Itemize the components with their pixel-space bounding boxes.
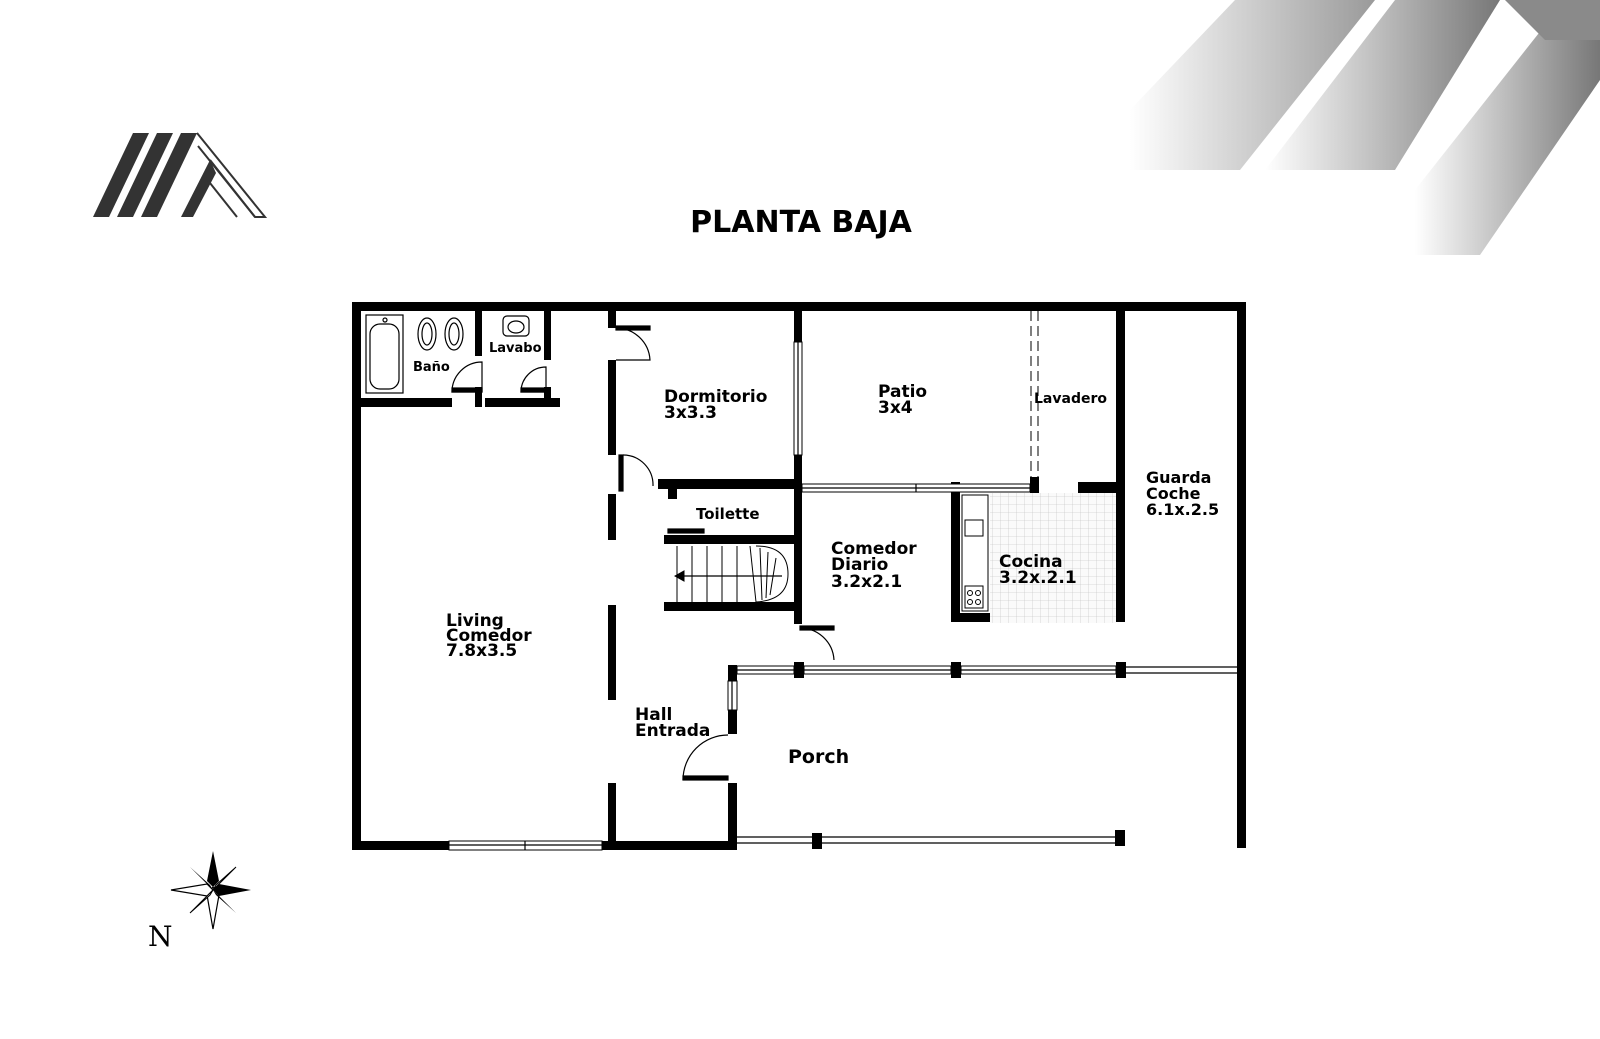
room-lavadero-label: Lavadero: [1034, 391, 1107, 407]
room-living-size: 7.8x3.5: [446, 641, 517, 661]
room-guarda-size: 6.1x.2.5: [1146, 500, 1219, 519]
page-title: PLANTA BAJA: [690, 205, 912, 240]
kitchen-tiles: [990, 493, 1116, 623]
room-dormitorio-label: Dormitorio: [664, 387, 767, 407]
room-porch-label: Porch: [788, 746, 849, 768]
company-logo-icon: [93, 132, 268, 218]
room-comedor-diario-line2: Diario: [831, 555, 888, 575]
room-patio-label: Patio: [878, 382, 927, 402]
sink-icon: [502, 315, 530, 337]
doors: [451, 325, 835, 781]
walls: [352, 302, 1246, 850]
room-patio-size: 3x4: [878, 398, 913, 418]
room-comedor-diario-size: 3.2x2.1: [831, 572, 902, 592]
room-cocina-size: 3.2x.2.1: [999, 568, 1077, 588]
room-guarda-line1: Guarda: [1146, 468, 1211, 487]
room-toilette-label: Toilette: [696, 505, 760, 523]
room-lavabo-label: Lavabo: [489, 341, 542, 356]
room-bano-label: Baño: [413, 360, 450, 375]
room-hall-line2: Entrada: [635, 721, 710, 741]
toilet-icon: [417, 317, 464, 351]
compass-north-label: N: [148, 920, 173, 953]
room-living-line2: Comedor: [446, 626, 532, 646]
room-guarda-line2: Coche: [1146, 484, 1201, 503]
compass-rose-icon: [170, 851, 251, 930]
kitchen-counter-icon: [961, 494, 989, 612]
room-living-line1: Living: [446, 611, 504, 631]
windows: [448, 311, 1237, 851]
room-dormitorio-size: 3x3.3: [664, 403, 717, 423]
room-comedor-diario-line1: Comedor: [831, 539, 917, 559]
room-labels: Baño Lavabo Dormitorio 3x3.3 Patio 3x4 L…: [413, 341, 1219, 768]
stairs-icon: [673, 545, 789, 603]
room-cocina-label: Cocina: [999, 552, 1063, 572]
decorative-stripes: [1130, 0, 1600, 255]
bathtub-icon: [365, 314, 404, 394]
room-hall-line1: Hall: [635, 705, 672, 725]
